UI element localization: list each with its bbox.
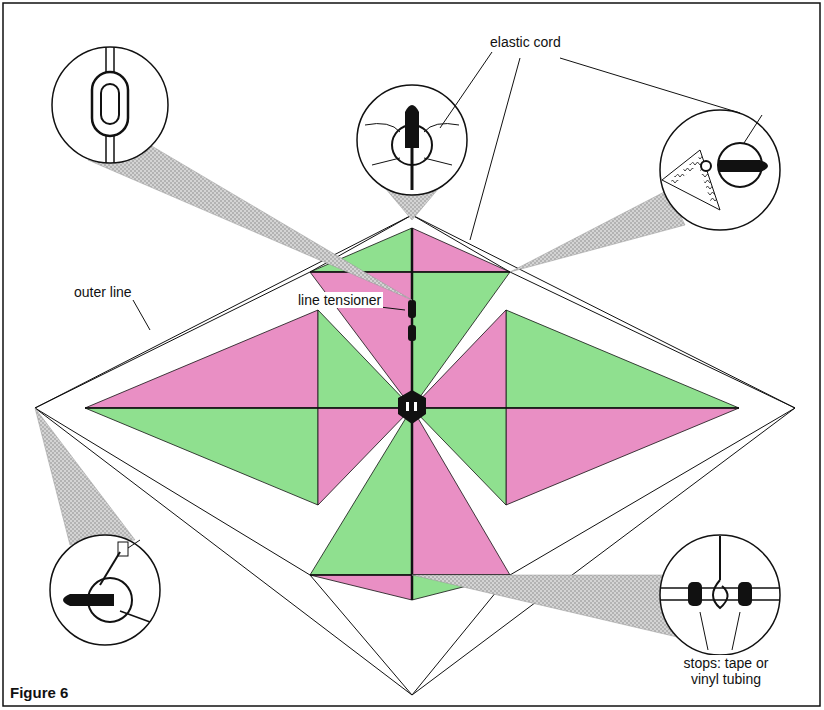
leader-label: outer line (72, 284, 134, 300)
leader-label: stops: tape or vinyl tubing (668, 655, 784, 687)
leader-label: elastic cord (488, 34, 563, 50)
figure-caption: Figure 6 (10, 684, 68, 701)
leader-label: line tensioner (296, 292, 383, 308)
